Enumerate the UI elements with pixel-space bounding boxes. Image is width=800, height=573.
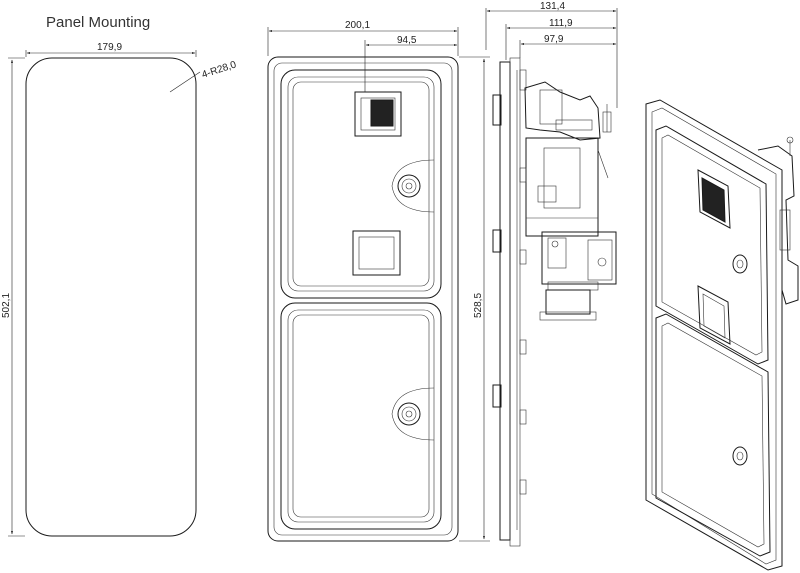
perspective-frame [645,99,783,571]
cutout-height-label: 502,1 [1,293,12,318]
front-height-label: 528,5 [473,293,484,318]
lower-lock [397,402,421,426]
side-depth-mid-label: 111,9 [549,18,573,29]
coin-mechanism [524,81,601,141]
perspective-upper-lock [732,254,748,274]
perspective-lower-door [655,313,771,557]
lower-door [280,302,442,530]
perspective-lower-lock [732,446,748,466]
cutout-width-label: 179,9 [97,42,122,53]
perspective-mechanism [757,145,799,305]
side-bezel [499,61,511,541]
front-width-label: 200,1 [345,20,370,31]
upper-lock [397,174,421,198]
drawing-title: Panel Mounting [46,14,150,31]
perspective-view [645,99,799,571]
perspective-upper-door [655,125,769,365]
coin-return [352,230,401,276]
lower-mechanism [541,231,617,285]
front-view: 200,1 94,5 528,5 [267,20,490,542]
perspective-coin-entry [697,169,731,229]
side-view: 131,4 111,9 97,9 [485,1,618,547]
return-bucket [545,289,591,315]
cutout-outline [25,57,197,537]
front-frame-outer [267,56,459,542]
perspective-coin-return [697,285,731,345]
coin-chute [525,137,599,237]
panel-cutout-view: 179,9 502,1 4-R28,0 [1,42,239,537]
radius-leader [169,71,201,93]
front-half-width-label: 94,5 [397,35,417,46]
radius-label: 4-R28,0 [201,59,239,81]
coin-entry [354,91,402,137]
upper-door [280,69,442,299]
side-depth-inner-label: 97,9 [544,34,564,45]
side-depth-total-label: 131,4 [540,1,565,12]
